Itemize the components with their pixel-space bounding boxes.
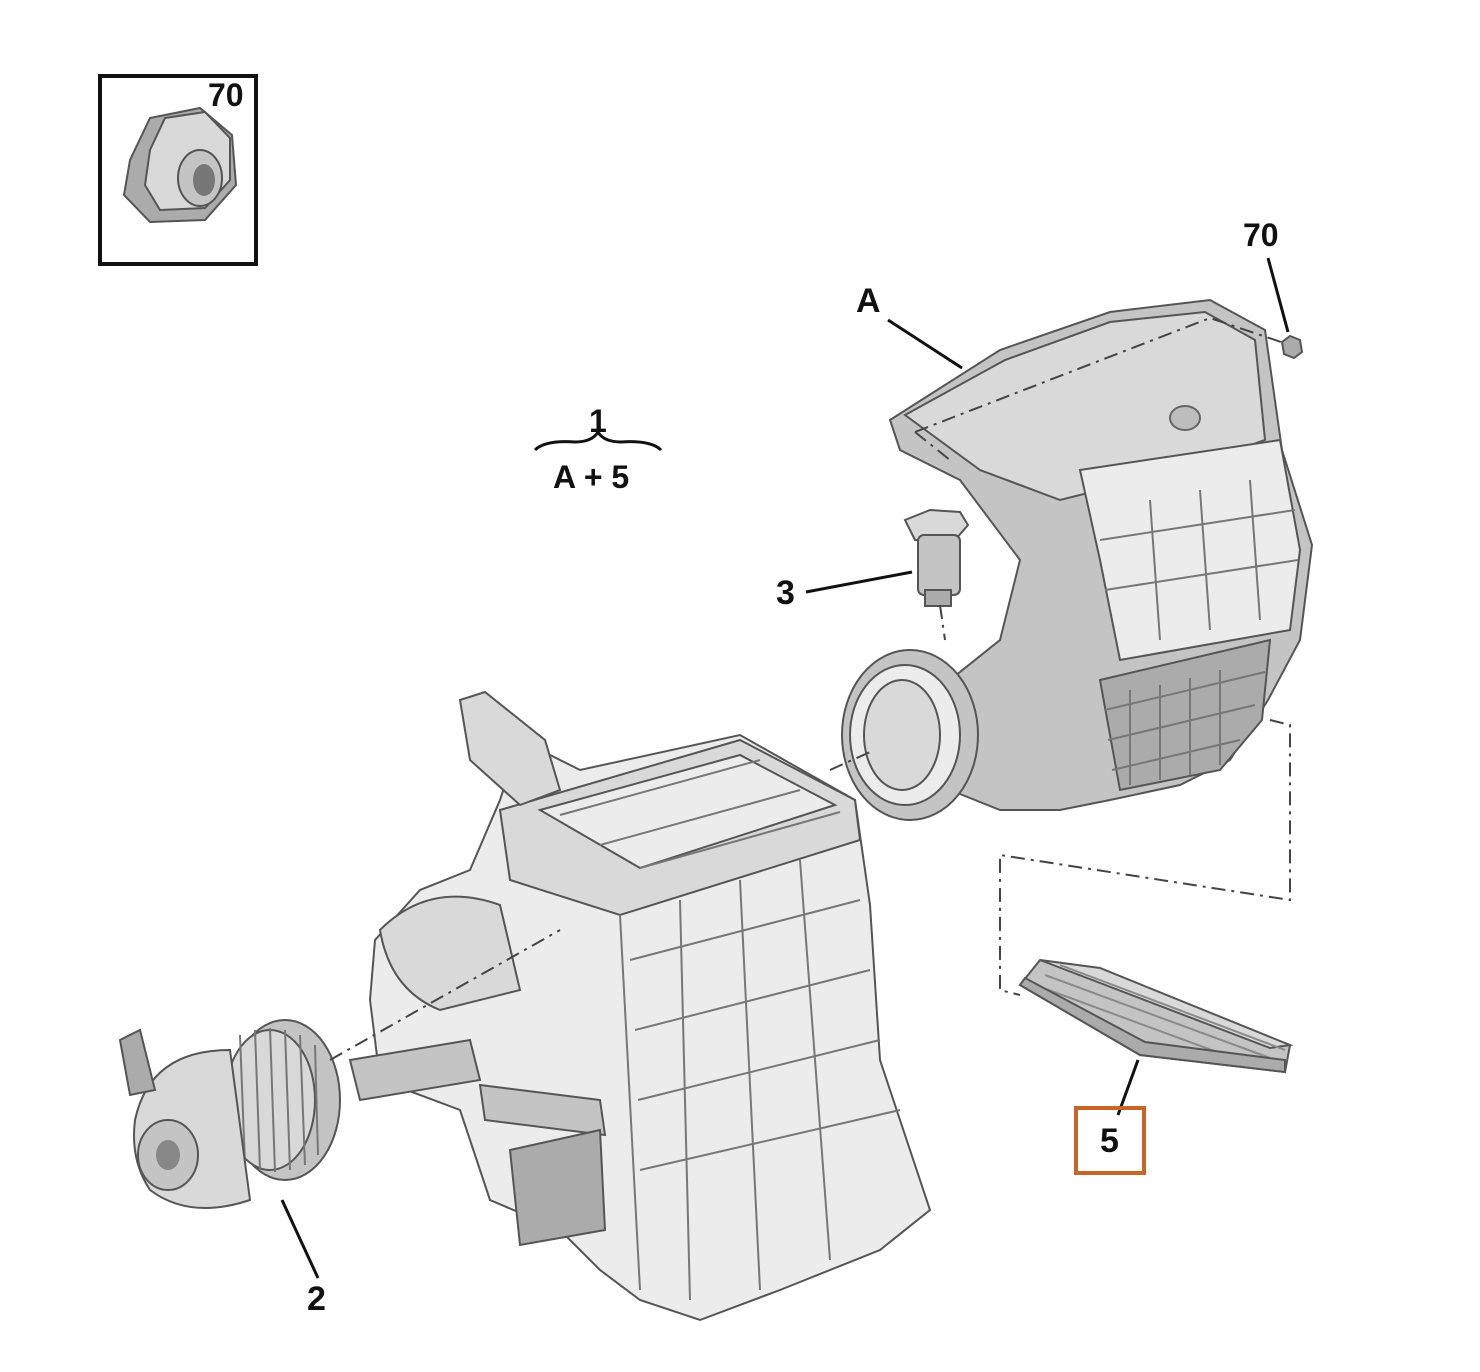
nut-icon xyxy=(122,106,238,224)
inset-nut-label: 70 xyxy=(208,77,244,113)
nut-icon-small xyxy=(1280,334,1304,360)
brace-icon xyxy=(533,429,663,452)
heater-unit xyxy=(348,690,932,1322)
resistor xyxy=(903,508,970,641)
resistor-leader xyxy=(805,570,913,594)
cabin-filter-highlight-box xyxy=(1074,1106,1146,1175)
blower-motor-leader xyxy=(280,1199,320,1279)
assembly-number: 1 xyxy=(589,403,607,439)
housing-a xyxy=(841,298,1314,821)
cabin-filter-label: 5 xyxy=(1100,1122,1119,1160)
assembly-formula-text: A + 5 xyxy=(553,459,629,495)
cabin-filter xyxy=(1018,958,1294,1074)
housing-leader xyxy=(887,318,963,370)
resistor-label: 3 xyxy=(776,574,795,612)
blower-motor-label: 2 xyxy=(307,1280,326,1318)
assembly-formula: 1 A + 5 xyxy=(533,403,663,495)
nut-leader xyxy=(1266,257,1290,333)
nut-label: 70 xyxy=(1243,217,1279,253)
inset-nut-box: 70 xyxy=(98,74,258,266)
housing-label: A xyxy=(856,282,881,320)
cabin-filter-leader xyxy=(1116,1059,1140,1116)
blower-motor xyxy=(118,929,561,1209)
